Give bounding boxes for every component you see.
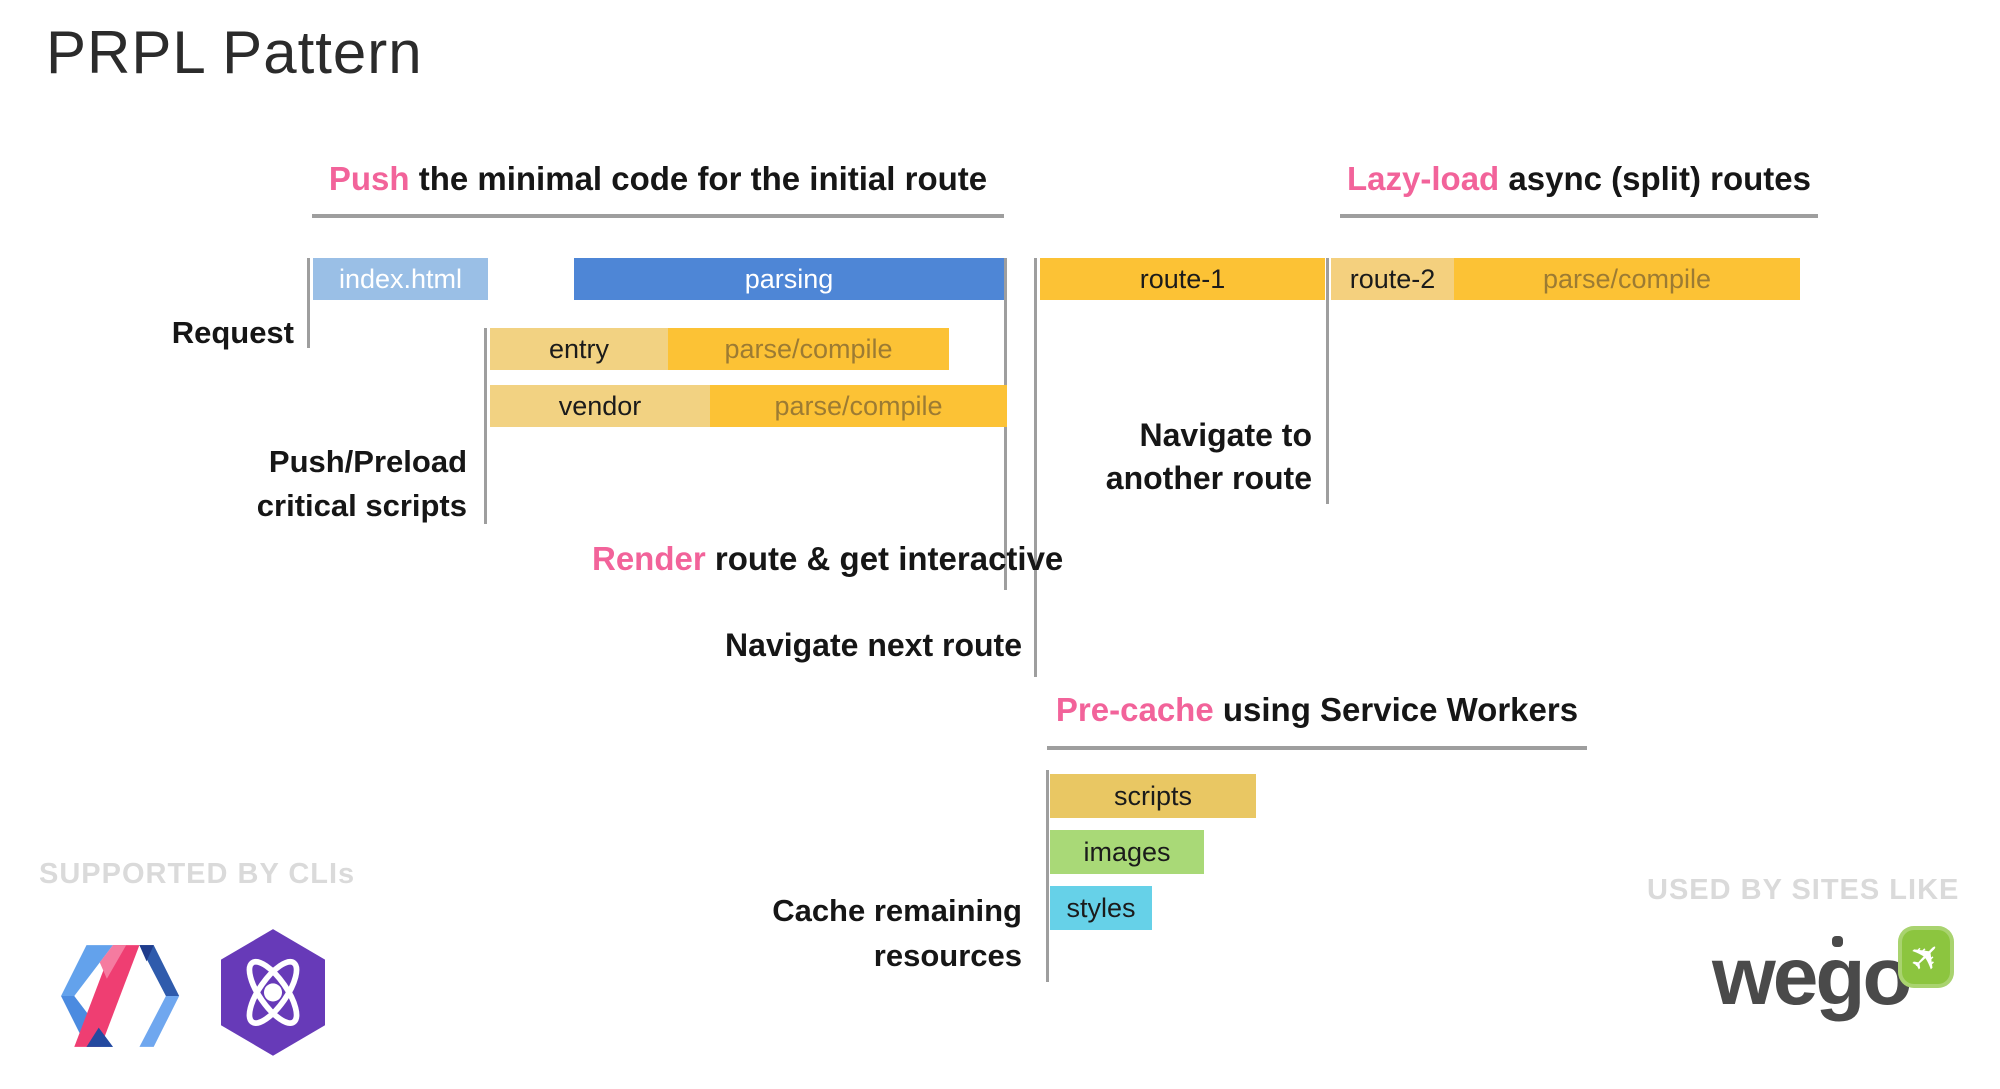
bar-index-html-label: index.html (338, 263, 463, 294)
bar-route-1-label: route-1 (1139, 263, 1226, 294)
bar-entry-label: entry (548, 333, 610, 364)
request-label: Request (171, 315, 294, 350)
wego-badge: ✈ (1898, 926, 1954, 988)
bar-images: images (1050, 830, 1204, 874)
bar-route-2-parse-compile: parse/compile (1454, 258, 1800, 300)
cache-remaining-label-line1: Cache remaining (772, 893, 1022, 928)
render-label: Render route & get interactive (592, 540, 1063, 578)
bar-styles: styles (1050, 886, 1152, 930)
supported-by-clis-caption: SUPPORTED BY CLIs (39, 858, 356, 890)
push-preload-label-line2: critical scripts (256, 488, 467, 523)
bar-entry-parse-compile-label: parse/compile (724, 333, 893, 364)
polymer-logo (47, 940, 183, 1052)
precache-section-header: Pre-cache using Service Workers (1047, 691, 1587, 729)
polymer-logo-icon (61, 945, 180, 1047)
bar-vendor-parse-compile: parse/compile (710, 385, 1007, 427)
used-by-sites-caption: USED BY SITES LIKE (1647, 874, 1960, 906)
bar-route-2-parse-compile-label: parse/compile (1542, 263, 1712, 294)
push-section-header: Push the minimal code for the initial ro… (312, 160, 1004, 198)
lazyload-section-rule (1340, 214, 1818, 218)
push-preload-tick-line (484, 328, 487, 524)
push-preload-label: Push/Preload critical scripts (217, 440, 467, 528)
wego-logo: wego ✈ (1700, 926, 2000, 1060)
lazyload-header-rest: async (split) routes (1499, 160, 1811, 197)
push-keyword: Push (328, 160, 410, 197)
bar-route-2-label: route-2 (1349, 263, 1436, 294)
wego-g-dot (1832, 936, 1843, 947)
wego-wordmark: wego (1712, 931, 1913, 1022)
bar-images-label: images (1083, 836, 1171, 867)
precache-keyword: Pre-cache (1055, 691, 1214, 728)
navigate-next-label: Navigate next route (725, 627, 1022, 663)
navigate-next-tick-line (1034, 258, 1037, 677)
bar-vendor-parse-compile-label: parse/compile (774, 390, 943, 421)
bar-vendor: vendor (490, 385, 710, 427)
navigate-another-label: Navigate to another route (1062, 414, 1312, 500)
preact-logo (211, 928, 335, 1058)
push-preload-label-line1: Push/Preload (268, 444, 467, 479)
navigate-another-tick-line (1326, 258, 1329, 504)
bar-styles-label: styles (1066, 892, 1136, 923)
bar-parsing: parsing (574, 258, 1004, 300)
push-header-rest: the minimal code for the initial route (409, 160, 988, 197)
cache-remaining-label-line2: resources (873, 938, 1022, 973)
render-keyword: Render (592, 540, 706, 577)
request-tick-line (307, 258, 310, 348)
bar-entry-parse-compile: parse/compile (668, 328, 949, 370)
bar-scripts-label: scripts (1113, 780, 1192, 811)
bar-route-2: route-2 (1331, 258, 1454, 300)
precache-header-rest: using Service Workers (1213, 691, 1579, 728)
push-section-rule (312, 214, 1004, 218)
preact-logo-icon (221, 929, 325, 1056)
lazyload-section-header: Lazy-load async (split) routes (1340, 160, 1818, 198)
lazyload-keyword: Lazy-load (1347, 160, 1500, 197)
navigate-another-label-line2: another route (1105, 460, 1312, 496)
bar-entry: entry (490, 328, 668, 370)
page-title: PRPL Pattern (46, 19, 423, 86)
bar-vendor-label: vendor (558, 390, 642, 421)
cache-remaining-label: Cache remaining resources (772, 888, 1022, 978)
bar-scripts: scripts (1050, 774, 1256, 818)
precache-section-rule (1047, 746, 1587, 750)
navigate-another-label-line1: Navigate to (1139, 417, 1312, 453)
bar-route-1: route-1 (1040, 258, 1325, 300)
bar-index-html: index.html (313, 258, 488, 300)
render-label-rest: route & get interactive (705, 540, 1064, 577)
cache-tick-line (1046, 770, 1049, 982)
bar-parsing-label: parsing (744, 263, 834, 294)
airplane-icon: ✈ (1899, 930, 1953, 984)
